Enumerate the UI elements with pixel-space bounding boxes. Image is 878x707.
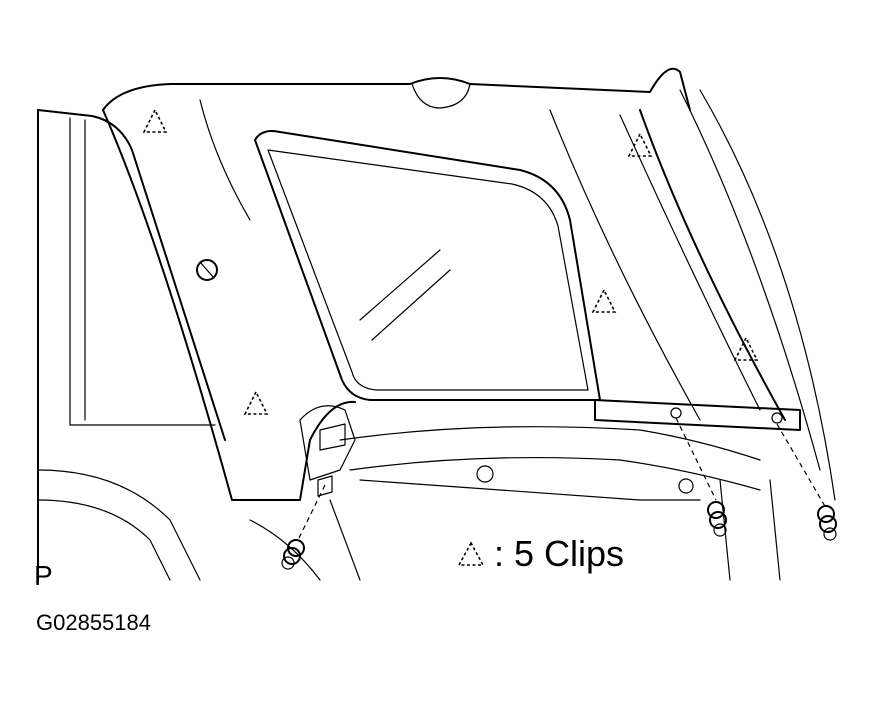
clip-marker-3 xyxy=(591,288,617,313)
clip-marker-4 xyxy=(733,336,759,361)
clip-count-label: : 5 Clips xyxy=(494,533,625,574)
clip-2 xyxy=(707,501,727,537)
hole-plug xyxy=(196,259,218,281)
lower-body-rail xyxy=(249,399,801,581)
clip-leader-lines xyxy=(297,417,827,541)
clip-marker-5 xyxy=(243,390,269,415)
figure-code: G02855184 xyxy=(36,610,151,635)
clip-triangle-icon xyxy=(457,541,485,566)
rear-door-frame xyxy=(37,109,226,581)
clip-legend: : 5 Clips xyxy=(454,530,624,578)
clip-location-markers xyxy=(142,108,759,415)
clip-marker-2 xyxy=(627,132,653,157)
clip-1 xyxy=(281,539,305,570)
view-letter: P xyxy=(34,560,53,591)
quarter-window-glass xyxy=(254,130,601,401)
clip-marker-1 xyxy=(142,108,168,133)
quarter-trim-panel xyxy=(102,67,836,501)
clip-3 xyxy=(817,505,837,541)
